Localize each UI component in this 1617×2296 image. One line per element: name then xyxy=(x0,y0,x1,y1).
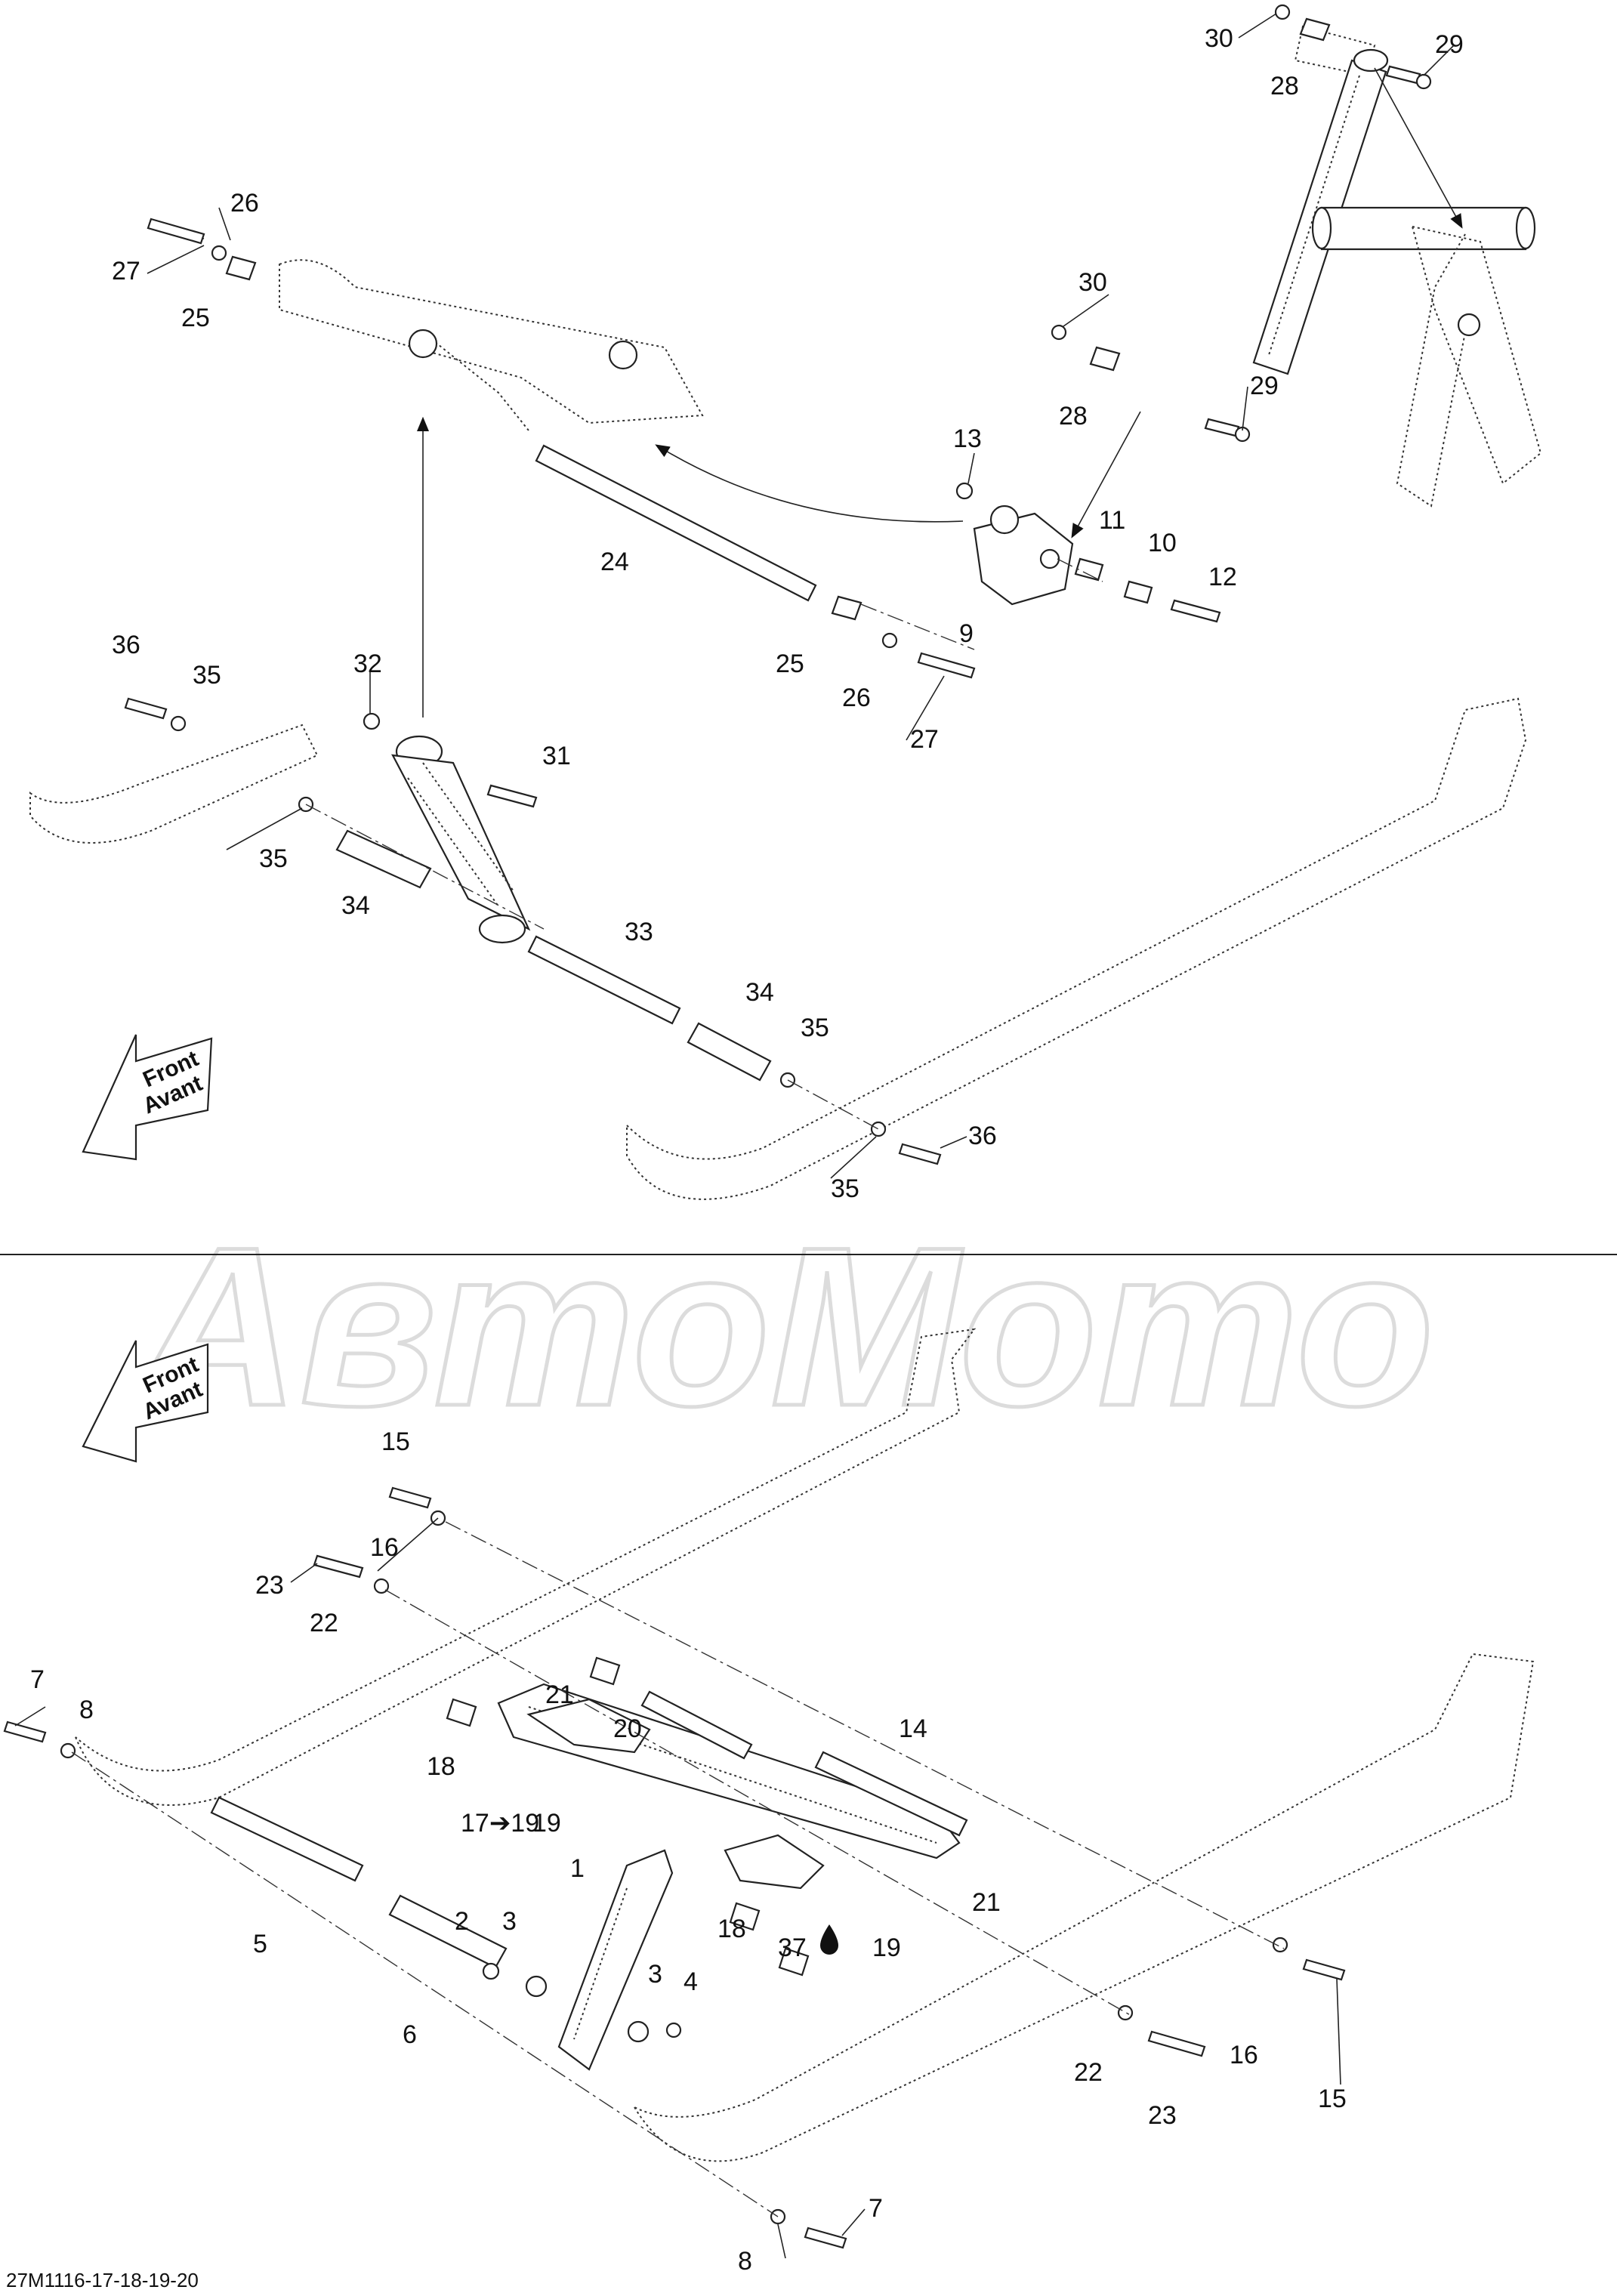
callout-label: 22 xyxy=(310,1609,338,1637)
callout-label: 26 xyxy=(842,684,871,712)
callout-label: 14 xyxy=(899,1714,927,1743)
callout-label: 22 xyxy=(1074,2058,1103,2087)
callouts-bottom: 15 16 23 22 7 8 21 20 14 18 17➔19 19 1 2… xyxy=(30,1427,1347,2276)
callout-label: 28 xyxy=(1059,402,1088,430)
callout-label: 27 xyxy=(112,257,140,285)
callout-label: 8 xyxy=(738,2247,752,2276)
callout-label: 16 xyxy=(1230,2041,1258,2069)
callout-label: 19 xyxy=(872,1933,901,1962)
lubricant-drop-icon xyxy=(820,1924,838,1955)
callout-label: 26 xyxy=(230,189,259,218)
callout-label: 23 xyxy=(1148,2101,1177,2130)
callout-label: 29 xyxy=(1435,30,1464,59)
callout-label: 19 xyxy=(532,1809,561,1838)
rail-left-top xyxy=(29,724,319,844)
shaft-20 xyxy=(640,1690,753,1760)
link-arm-1 xyxy=(482,1849,682,2071)
bottom-assembly: Front Avant xyxy=(3,1328,1535,2249)
shock-bracket-9 xyxy=(955,482,1221,623)
callout-label: 17➔19 xyxy=(461,1809,539,1838)
bushing-set-top-right xyxy=(1051,4,1432,443)
illustration-code: 27M1116-17-18-19-20 xyxy=(6,2269,199,2291)
top-assembly: Front Avant xyxy=(29,4,1542,1200)
callout-label: 31 xyxy=(542,742,571,770)
shaft-14 xyxy=(814,1751,968,1837)
callout-label: 11 xyxy=(1099,506,1125,535)
callouts-top: 30 28 29 26 27 25 30 28 29 13 11 10 12 2… xyxy=(112,24,1464,1203)
shaft-6 xyxy=(388,1894,508,1969)
callout-label: 9 xyxy=(959,619,974,648)
front-direction-arrow-top: Front Avant xyxy=(82,1034,213,1161)
spacers-33-34 xyxy=(298,796,796,1088)
shaft-5 xyxy=(210,1796,364,1882)
callout-label: 2 xyxy=(455,1907,469,1936)
shaft-24 xyxy=(535,444,817,602)
callout-label: 35 xyxy=(801,1014,829,1042)
watermark: АвтоМото xyxy=(127,1198,1436,1455)
callout-label: 34 xyxy=(341,891,370,920)
callout-label: 7 xyxy=(869,2194,883,2223)
callout-label: 18 xyxy=(427,1752,455,1781)
callout-label: 23 xyxy=(255,1571,284,1600)
callout-label: 3 xyxy=(648,1960,662,1989)
callout-label: 30 xyxy=(1079,268,1107,297)
callout-label: 35 xyxy=(831,1174,859,1203)
callout-label: 15 xyxy=(1318,2085,1347,2113)
callout-label: 30 xyxy=(1205,24,1233,53)
callout-label: 10 xyxy=(1148,529,1177,557)
leader-lines xyxy=(14,13,1455,2259)
callout-label: 24 xyxy=(600,548,629,576)
front-direction-arrow-bottom: Front Avant xyxy=(82,1340,209,1463)
callout-label: 28 xyxy=(1270,72,1299,100)
callout-label: 7 xyxy=(30,1665,45,1694)
callout-label: 33 xyxy=(625,918,653,946)
callout-label: 16 xyxy=(370,1533,399,1562)
bolt-36-top xyxy=(124,697,168,720)
callout-label: 8 xyxy=(79,1696,94,1724)
cross-shaft-bracket xyxy=(1311,206,1542,508)
callout-label: 25 xyxy=(776,650,804,678)
callout-label: 37 xyxy=(778,1933,807,1962)
rail-right-bottom xyxy=(632,1653,1535,2162)
callout-label: 34 xyxy=(745,978,774,1007)
callout-label: 20 xyxy=(613,1714,642,1743)
callout-label: 27 xyxy=(910,725,939,754)
watermark-text: АвтоМото xyxy=(129,1199,1435,1453)
callout-label: 32 xyxy=(353,650,382,678)
callout-label: 18 xyxy=(717,1915,746,1943)
shock-absorber xyxy=(363,712,538,944)
callout-label: 4 xyxy=(684,1967,698,1996)
callout-label: 25 xyxy=(181,304,210,332)
callout-label: 35 xyxy=(259,844,288,873)
rail-right-top xyxy=(626,697,1527,1200)
callout-label: 36 xyxy=(112,631,140,659)
bolt-36-bottom xyxy=(898,1143,942,1165)
callout-label: 3 xyxy=(502,1907,517,1936)
callout-label: 6 xyxy=(403,2020,417,2049)
bushing-set-middle xyxy=(831,595,976,679)
callout-label: 36 xyxy=(968,1122,997,1150)
callout-label: 29 xyxy=(1250,372,1279,400)
callout-label: 15 xyxy=(381,1427,410,1456)
a-frame-arm xyxy=(446,1656,961,1977)
callout-label: 12 xyxy=(1208,563,1237,591)
callout-label: 13 xyxy=(953,424,982,453)
callout-label: 21 xyxy=(545,1680,574,1709)
callout-label: 35 xyxy=(193,661,221,690)
callout-label: 1 xyxy=(570,1854,585,1883)
callout-label: 21 xyxy=(972,1888,1001,1917)
front-arm xyxy=(147,218,704,431)
callout-label: 5 xyxy=(253,1930,267,1958)
rail-left-bottom xyxy=(75,1328,977,1806)
